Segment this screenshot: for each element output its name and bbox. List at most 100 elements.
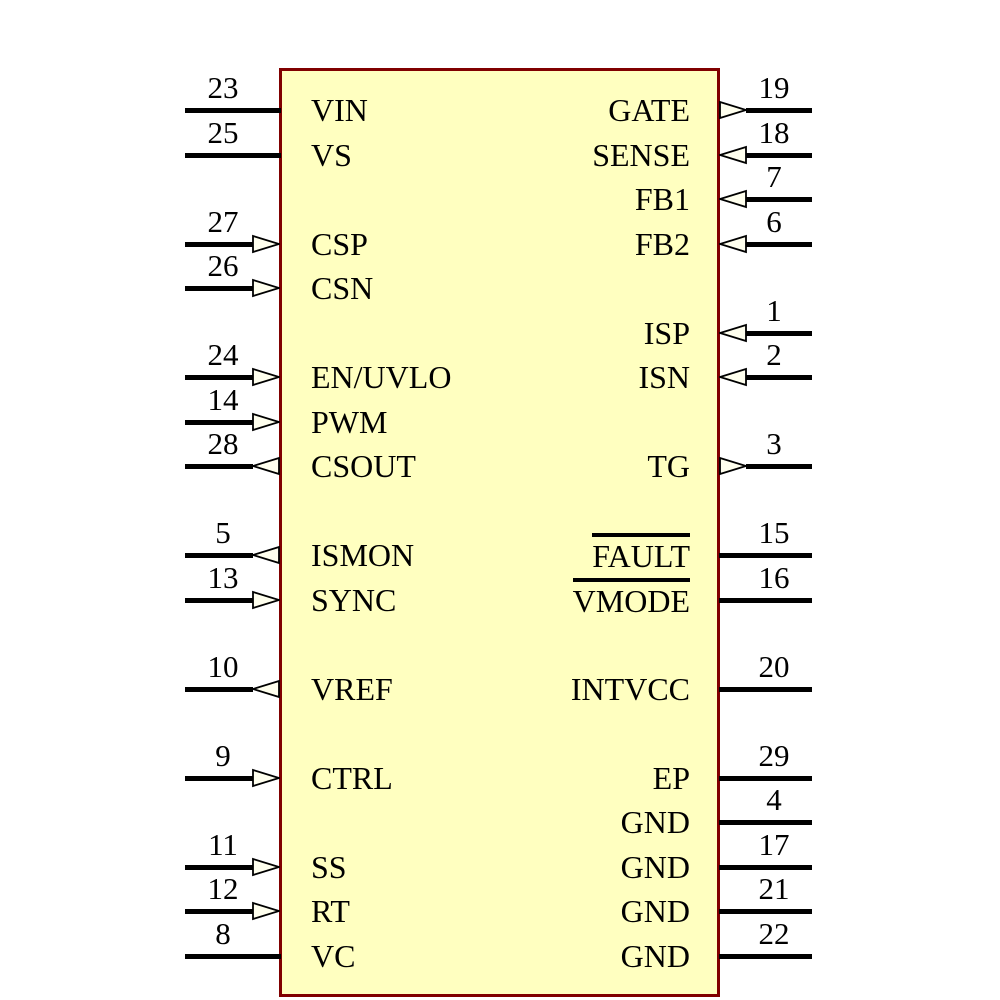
arrow-right-icon xyxy=(252,367,280,387)
pin-line xyxy=(746,331,812,336)
active-low-overline: VMODE xyxy=(572,578,690,618)
arrow-left-icon xyxy=(252,545,280,565)
pin-line xyxy=(185,865,253,870)
pin-label: ISN xyxy=(638,359,690,395)
pin-line xyxy=(185,242,253,247)
pin-label: RT xyxy=(311,893,350,929)
arrow-right-icon xyxy=(252,412,280,432)
pin-line xyxy=(719,553,812,558)
pin-line xyxy=(719,776,812,781)
arrow-left-icon xyxy=(719,189,747,209)
pin-label: SENSE xyxy=(592,137,690,173)
pin-line xyxy=(185,286,253,291)
pin-number: 12 xyxy=(207,871,239,906)
pin-label: CSP xyxy=(311,226,368,262)
pin-line xyxy=(185,108,281,113)
pin-label: GND xyxy=(620,893,690,929)
arrow-left-icon xyxy=(719,367,747,387)
pin-number: 4 xyxy=(766,782,782,817)
ic-body xyxy=(279,68,720,997)
pin-label: CTRL xyxy=(311,760,393,796)
arrow-left-icon xyxy=(719,323,747,343)
pin-label: ISMON xyxy=(311,537,415,573)
pin-line xyxy=(185,464,253,469)
pin-number: 1 xyxy=(766,293,782,328)
pin-label: GND xyxy=(620,938,690,974)
pin-line xyxy=(185,954,281,959)
pin-label: VMODE xyxy=(440,578,690,622)
pin-number: 2 xyxy=(766,337,782,372)
pin-number: 5 xyxy=(215,515,231,550)
pin-label: SYNC xyxy=(311,582,397,618)
pin-line xyxy=(719,687,812,692)
pin-label: CSN xyxy=(311,270,374,306)
pin-line xyxy=(719,820,812,825)
pin-number: 7 xyxy=(766,159,782,194)
pin-label: FAULT xyxy=(440,533,690,577)
pin-number: 20 xyxy=(758,649,790,684)
pin-label: FB2 xyxy=(634,226,690,262)
pin-number: 13 xyxy=(207,560,239,595)
pin-line xyxy=(746,153,812,158)
arrow-left-icon xyxy=(719,234,747,254)
pin-line xyxy=(719,954,812,959)
arrow-right-icon xyxy=(719,100,747,120)
pin-line xyxy=(185,776,253,781)
pin-label: VREF xyxy=(311,671,393,707)
pin-number: 23 xyxy=(207,70,239,105)
pin-number: 22 xyxy=(758,916,790,951)
pin-number: 18 xyxy=(758,115,790,150)
pin-label: GND xyxy=(620,849,690,885)
arrow-left-icon xyxy=(252,679,280,699)
arrow-left-icon xyxy=(252,456,280,476)
pin-label: ISP xyxy=(643,315,690,351)
arrow-right-icon xyxy=(252,590,280,610)
pin-number: 27 xyxy=(207,204,239,239)
pin-label: VIN xyxy=(311,92,368,128)
pin-number: 14 xyxy=(207,382,239,417)
pin-number: 16 xyxy=(758,560,790,595)
pin-line xyxy=(746,108,812,113)
pin-number: 25 xyxy=(207,115,239,150)
pin-label: VC xyxy=(311,938,356,974)
pin-line xyxy=(185,598,253,603)
pin-line xyxy=(746,197,812,202)
active-low-overline: FAULT xyxy=(592,533,690,573)
arrow-right-icon xyxy=(252,234,280,254)
pin-label: VS xyxy=(311,137,352,173)
pin-number: 11 xyxy=(208,827,238,862)
pin-number: 6 xyxy=(766,204,782,239)
pin-line xyxy=(185,909,253,914)
pin-line xyxy=(185,420,253,425)
pin-label: PWM xyxy=(311,404,388,440)
arrow-right-icon xyxy=(252,278,280,298)
pin-number: 3 xyxy=(766,426,782,461)
pin-number: 17 xyxy=(758,827,790,862)
arrow-right-icon xyxy=(252,901,280,921)
pin-number: 15 xyxy=(758,515,790,550)
pin-label: EN/UVLO xyxy=(311,359,452,395)
pin-line xyxy=(746,242,812,247)
pin-number: 26 xyxy=(207,248,239,283)
pin-line xyxy=(719,598,812,603)
arrow-right-icon xyxy=(719,456,747,476)
pin-line xyxy=(719,909,812,914)
pin-number: 8 xyxy=(215,916,231,951)
pin-label: CSOUT xyxy=(311,448,416,484)
pin-number: 29 xyxy=(758,738,790,773)
pin-line xyxy=(185,375,253,380)
pin-label: GND xyxy=(620,804,690,840)
pin-number: 19 xyxy=(758,70,790,105)
pin-line xyxy=(719,865,812,870)
arrow-right-icon xyxy=(252,768,280,788)
pin-line xyxy=(185,553,253,558)
pin-label: INTVCC xyxy=(570,671,690,707)
pin-number: 10 xyxy=(207,649,239,684)
pin-number: 28 xyxy=(207,426,239,461)
arrow-right-icon xyxy=(252,857,280,877)
arrow-left-icon xyxy=(719,145,747,165)
pin-label: GATE xyxy=(608,92,690,128)
pin-number: 9 xyxy=(215,738,231,773)
pin-label: SS xyxy=(311,849,347,885)
